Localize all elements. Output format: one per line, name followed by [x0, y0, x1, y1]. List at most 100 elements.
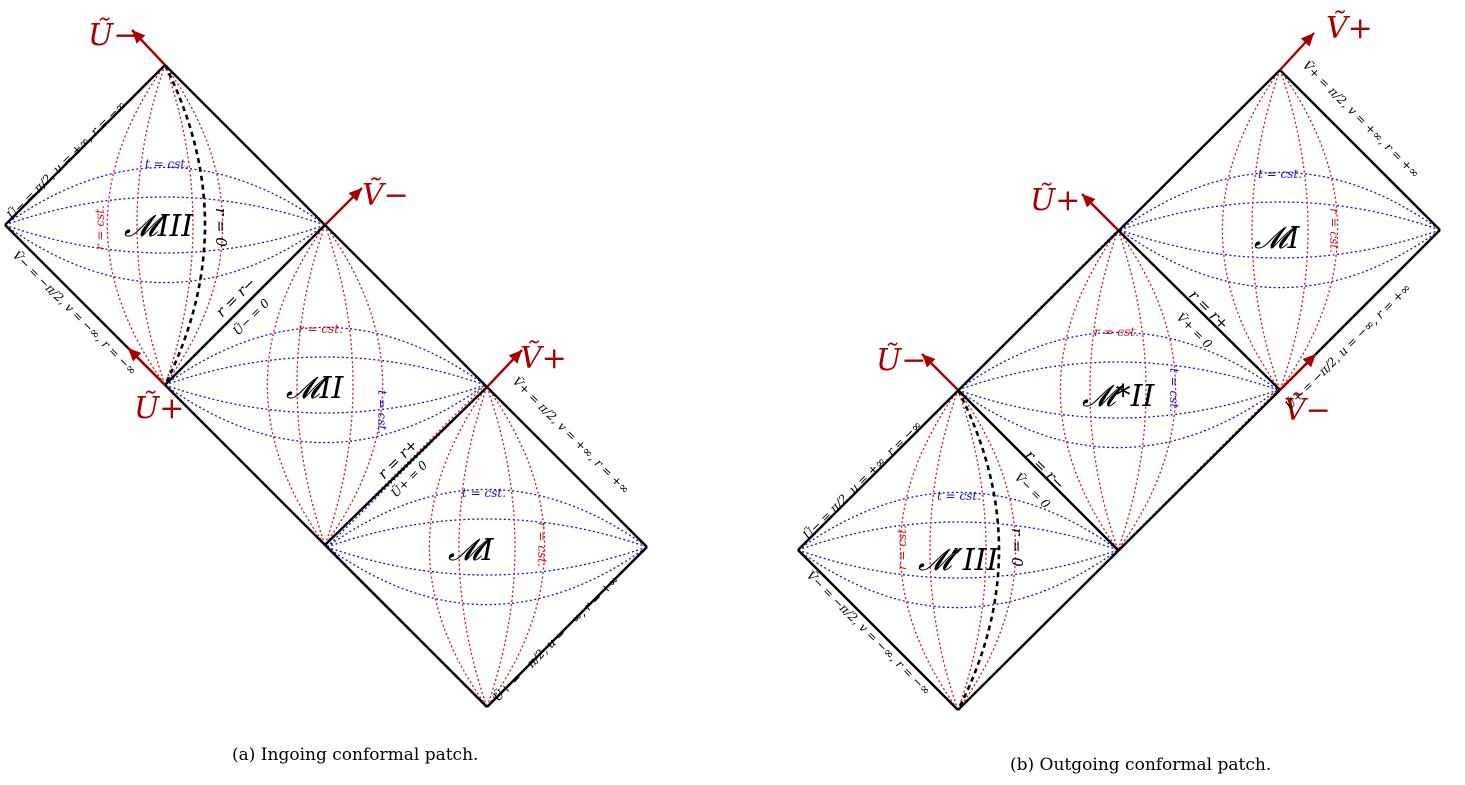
t-const-curve-lower-0-a-m2 [164, 384, 486, 414]
diagram-geometry [4, 29, 1441, 711]
r-const-label-a3: r = cst. [93, 205, 107, 250]
axis-label-v-minus-b: Ṽ− [1284, 392, 1331, 428]
axis-label-u-minus-b: Ũ− [876, 342, 926, 378]
horizon-edge-a-minus [164, 224, 326, 386]
axis-label-u-plus-b: Ũ+ [1030, 182, 1080, 218]
t-const-curve-upper-1-b-m2 [957, 331, 1279, 391]
r-const-curve-right-0-b-m1 [1279, 69, 1309, 391]
region-label-m2-a: 𝓜II [286, 371, 344, 406]
t-const-curve-lower-0-b-m3 [797, 549, 1119, 579]
singularity-label-a: r = 0 [212, 208, 230, 247]
axis-arrow-v-minus-a-head [348, 188, 362, 202]
singularity-curve-a [163, 64, 207, 386]
boundary-top-right-label-a: Ṽ+ = π/2, v = +∞, r = +∞ [510, 374, 633, 497]
r-const-curve-right-1-a-m3 [164, 64, 224, 386]
diagram-labels: Ũ− Ṽ− Ũ+ Ṽ+ 𝓜III 𝓜II 𝓜I t = cst. t = cst… [4, 10, 1424, 704]
region-label-m3-b: 𝓜″III [918, 543, 1000, 578]
r-const-curve-left-1-b-m2 [1059, 229, 1119, 551]
boundary-top-right-label-b: Ṽ+ = π/2, v = +∞, r = +∞ [1300, 58, 1423, 181]
boundary-edge-b-tl [797, 69, 1281, 551]
t-const-curve-lower-1-a-m2 [164, 384, 486, 444]
t-const-curve-lower-1-a-m1 [326, 546, 648, 606]
t-const-curve-lower-0-b-m2 [957, 389, 1279, 419]
singularity-label-b: r = 0 [1008, 528, 1026, 567]
t-const-curve-lower-1-b-m3 [797, 549, 1119, 609]
caption-b: (b) Outgoing conformal patch. [1010, 755, 1272, 775]
r-const-curve-left-1-a-m2 [266, 224, 326, 546]
r-const-curve-left-0-a-m2 [296, 224, 326, 546]
r-const-curve-right-1-a-m1 [486, 386, 546, 708]
r-const-curve-left-1-a-m1 [428, 386, 488, 708]
t-const-curve-upper-0-a-m3 [4, 196, 326, 226]
r-const-label-a1: r = cst. [535, 522, 549, 567]
boundary-edge-a-tl [4, 64, 166, 226]
t-const-label-a3: t = cst. [145, 157, 189, 171]
t-const-curve-upper-1-a-m3 [4, 166, 326, 226]
r-const-curve-left-1-b-m3 [899, 389, 959, 711]
axis-arrow-v-minus-b-head [1302, 354, 1316, 368]
singularity-curve-b [956, 389, 1001, 711]
t-const-curve-upper-1-b-m1 [1119, 171, 1441, 231]
axis-arrow-v-plus-b-head [1300, 33, 1314, 47]
boundary-bottom-left-label-a: Ṽ− = −π/2, v = −∞, r = −∞ [10, 248, 140, 378]
axis-arrow-v-plus-a-head [508, 350, 522, 364]
t-const-curve-upper-0-b-m2 [957, 361, 1279, 391]
horizon-edge-a-lower [324, 544, 488, 708]
horizon-edge-b-minus [957, 389, 1119, 551]
axis-label-v-plus-b: Ṽ+ [1326, 10, 1373, 46]
r-const-curve-right-0-a-m1 [486, 386, 516, 708]
t-const-curve-upper-1-a-m2 [164, 326, 486, 386]
t-const-label-a1: t = cst. [462, 486, 506, 500]
boundary-top-left-label-b: Ũ− = π/2, u = +∞, r = −∞ [800, 417, 925, 542]
horizon-edge-a-plus [324, 386, 488, 546]
axis-arrow-u-plus-b-head [1082, 194, 1096, 208]
region-label-m1-a: 𝓜I [448, 533, 495, 568]
t-const-curve-upper-1-b-m3 [797, 491, 1119, 551]
t-const-curve-upper-0-b-m3 [797, 521, 1119, 551]
t-const-curve-upper-0-a-m2 [164, 356, 486, 386]
axis-arrow-u-minus-b-head [922, 354, 936, 368]
r-const-curve-right-1-a-m2 [324, 224, 384, 546]
axis-arrow-u-plus-a-head [128, 348, 142, 362]
r-const-curve-left-0-a-m1 [458, 386, 488, 708]
t-const-curve-lower-1-a-m3 [4, 224, 326, 284]
r-const-curve-right-1-b-m3 [957, 389, 1017, 711]
t-const-curve-lower-1-b-m2 [957, 389, 1279, 449]
null-line-tl-a-m1 [326, 386, 488, 548]
t-const-label-b3: t = cst. [937, 489, 981, 503]
r-const-label-b1: r = cst. [1327, 208, 1341, 253]
axis-label-v-minus-a: Ṽ− [362, 177, 409, 213]
t-const-curve-upper-0-a-m1 [326, 518, 648, 548]
boundary-edge-b-bl [797, 549, 959, 711]
t-const-curve-lower-1-b-m1 [1119, 229, 1441, 289]
axis-label-v-plus-a: Ṽ+ [520, 340, 567, 376]
axis-arrow-u-minus-a-head [132, 30, 146, 44]
null-line-rb-a-m2 [324, 384, 486, 546]
r-const-curve-left-0-b-m2 [1089, 229, 1119, 551]
r-const-curve-right-0-a-m3 [164, 64, 194, 386]
r-const-curve-right-0-a-m2 [324, 224, 354, 546]
r-const-curve-right-0-b-m3 [957, 389, 987, 711]
boundary-edge-b-br2 [957, 389, 1281, 711]
region-label-m2-b: 𝓜*II [1082, 379, 1155, 414]
boundary-top-left-label-a: Ũ− = π/2, u = +∞, r = −∞ [4, 97, 129, 222]
t-const-curve-lower-0-b-m1 [1119, 229, 1441, 259]
boundary-bottom-right-label-b: Ũ+ = −π/2, u = −∞, r = +∞ [1282, 280, 1414, 412]
r-const-curve-right-1-b-m1 [1279, 69, 1339, 391]
t-const-label-a2: t = cst. [375, 390, 389, 434]
r-const-curve-right-1-b-m2 [1117, 229, 1177, 551]
r-const-curve-left-1-a-m3 [106, 64, 166, 386]
r-const-curve-left-0-b-m3 [929, 389, 959, 711]
region-label-m1-b: 𝓜I [1254, 221, 1301, 256]
region-label-m3-a: 𝓜III [124, 209, 194, 244]
r-const-curve-left-1-b-m1 [1221, 69, 1281, 391]
t-const-curve-lower-0-a-m1 [326, 546, 648, 576]
boundary-bottom-right-label-a: Ũ+ = −π/2, u = −∞, r = +∞ [490, 572, 622, 704]
r-const-label-b2: r = cst. [1094, 325, 1139, 339]
r-const-curve-left-0-a-m3 [136, 64, 166, 386]
boundary-edge-b-tr [1279, 69, 1441, 231]
horizon-edge-b-plus [1117, 229, 1281, 391]
r-const-curve-left-0-b-m1 [1251, 69, 1281, 391]
boundary-edge-a-br [486, 546, 648, 708]
